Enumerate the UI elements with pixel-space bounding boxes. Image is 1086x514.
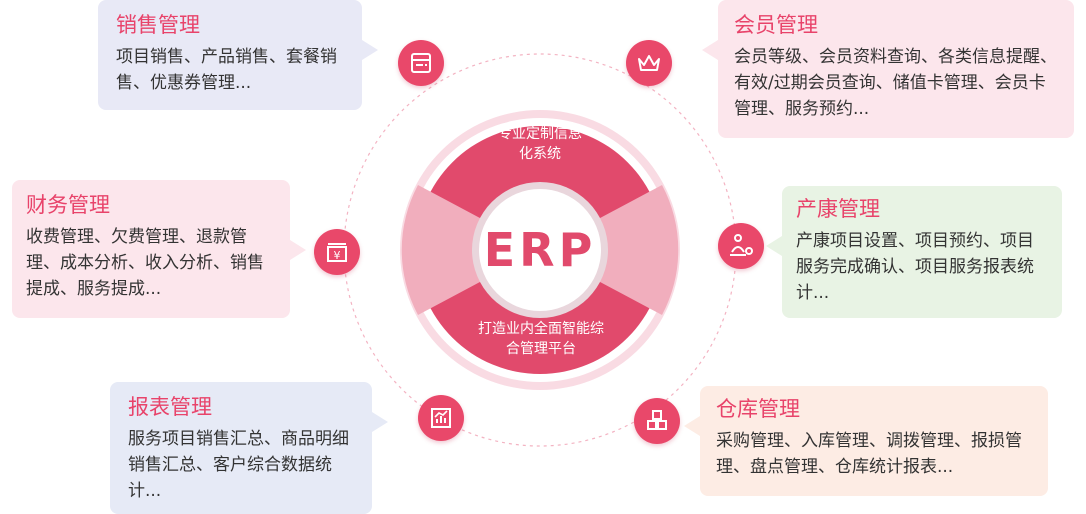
sales-desc: 项目销售、产品销售、套餐销售、优惠券管理... (116, 47, 337, 93)
boxes-icon (644, 408, 670, 434)
warehouse-desc: 采购管理、入库管理、调拨管理、报损管理、盘点管理、仓库统计报表... (716, 431, 1022, 477)
member-card[interactable]: 会员管理 会员等级、会员资料查询、各类信息提醒、有效/过期会员查询、储值卡管理、… (702, 0, 1074, 138)
crown-icon (636, 50, 662, 76)
report-title: 报表管理 (128, 395, 212, 419)
warehouse-node[interactable] (634, 398, 680, 444)
postpartum-desc: 产康项目设置、项目预约、项目服务完成确认、项目服务报表统计... (796, 231, 1034, 303)
warehouse-title: 仓库管理 (716, 397, 800, 421)
report-node[interactable] (418, 395, 464, 441)
member-title: 会员管理 (734, 13, 818, 37)
mother-baby-icon (727, 232, 755, 260)
sales-title: 销售管理 (116, 13, 200, 37)
inner-disc (479, 189, 601, 311)
card-icon (408, 50, 434, 76)
member-desc: 会员等级、会员资料查询、各类信息提醒、有效/过期会员查询、储值卡管理、会员卡管理… (734, 47, 1057, 119)
postpartum-node[interactable] (718, 223, 764, 269)
sales-node[interactable] (398, 40, 444, 86)
right-band (540, 185, 679, 315)
finance-title: 财务管理 (26, 193, 110, 217)
finance-node[interactable]: ¥ (314, 229, 360, 275)
erp-label: ERP (483, 223, 597, 277)
finance-desc: 收费管理、欠费管理、退款管理、成本分析、收入分析、销售提成、服务提成... (26, 227, 264, 299)
chart-icon (428, 405, 454, 431)
left-band (401, 185, 540, 315)
sales-card[interactable]: 销售管理 项目销售、产品销售、套餐销售、优惠券管理... (98, 0, 378, 110)
finance-card[interactable]: 财务管理 收费管理、欠费管理、退款管理、成本分析、收入分析、销售提成、服务提成.… (12, 180, 306, 318)
yuan-icon: ¥ (324, 239, 350, 265)
center-bottom-text: 打造业内全面智能综合管理平台 (478, 321, 604, 357)
postpartum-title: 产康管理 (796, 197, 880, 221)
svg-text:¥: ¥ (334, 249, 341, 262)
report-card[interactable]: 报表管理 服务项目销售汇总、商品明细销售汇总、客户综合数据统计... (110, 382, 388, 514)
warehouse-card[interactable]: 仓库管理 采购管理、入库管理、调拨管理、报损管理、盘点管理、仓库统计报表... (684, 386, 1048, 496)
report-desc: 服务项目销售汇总、商品明细销售汇总、客户综合数据统计... (128, 429, 349, 501)
member-node[interactable] (626, 40, 672, 86)
postpartum-card[interactable]: 产康管理 产康项目设置、项目预约、项目服务完成确认、项目服务报表统计... (766, 186, 1062, 318)
center-top-text: 专业定制信息化系统 (498, 126, 582, 162)
